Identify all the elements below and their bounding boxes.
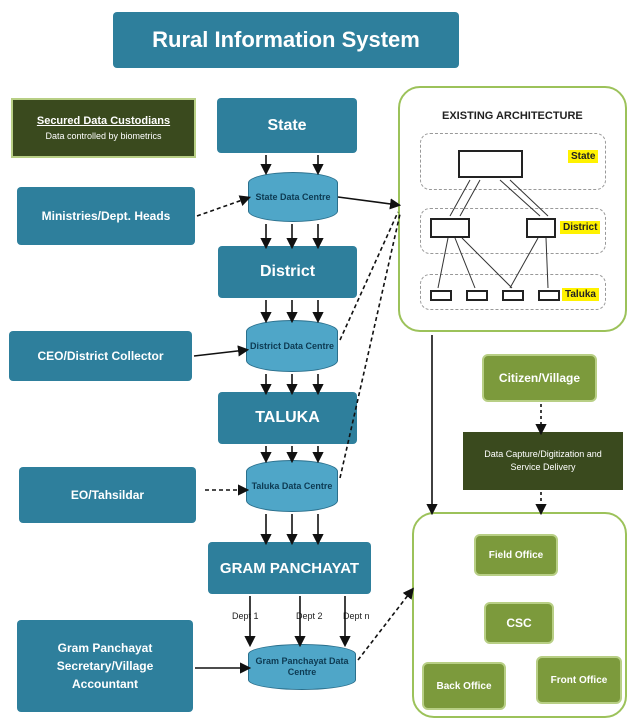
existing-taluka-node-3 (502, 290, 524, 301)
state-box: State (217, 98, 357, 153)
gram-panchayat-data-centre: Gram Panchayat Data Centre (248, 644, 356, 690)
back-office-label: Back Office (436, 680, 492, 692)
custodians-title: Secured Data Custodians (36, 115, 171, 127)
existing-architecture-title: EXISTING ARCHITECTURE (442, 110, 583, 122)
existing-architecture-panel: EXISTING ARCHITECTURE State District Tal… (398, 86, 627, 332)
ceo-to-ddc (193, 345, 250, 357)
district-label: District (259, 263, 316, 280)
state-label: State (267, 116, 307, 134)
dept-2-label: Dept 2 (296, 611, 323, 621)
state-data-centre: State Data Centre (248, 172, 338, 222)
eo-label: EO/Tahsildar (70, 488, 145, 502)
front-office-label: Front Office (550, 674, 608, 686)
taluka-data-centre-label: Taluka Data Centre (251, 480, 333, 491)
citizen-village-label: Citizen/Village (498, 371, 581, 385)
existing-taluka-tag: Taluka (562, 288, 599, 301)
eo-box: EO/Tahsildar (19, 467, 196, 523)
taluka-data-centre: Taluka Data Centre (246, 460, 338, 512)
existing-district-node-right (526, 218, 556, 238)
csc-box: CSC (484, 602, 554, 644)
district-data-centre-label: District Data Centre (249, 340, 335, 351)
ceo-label: CEO/District Collector (37, 349, 164, 363)
csc-label: CSC (506, 616, 532, 630)
district-data-centre: District Data Centre (246, 320, 338, 372)
existing-taluka-node-2 (466, 290, 488, 301)
gdc-to-offices (357, 587, 414, 661)
data-capture-label: Data Capture/Digitization and Service De… (484, 449, 602, 472)
existing-state-node (458, 150, 523, 178)
dept-n-label: Dept n (343, 611, 370, 621)
gram-panchayat-label: GRAM PANCHAYAT (219, 559, 360, 577)
gram-panchayat-box: GRAM PANCHAYAT (208, 542, 371, 594)
taluka-box: TALUKA (218, 392, 357, 444)
existing-taluka-node-4 (538, 290, 560, 301)
ministries-box: Ministries/Dept. Heads (17, 187, 195, 245)
dept-1-label: Dept 1 (232, 611, 259, 621)
existing-state-tag: State (568, 150, 599, 163)
back-office-box: Back Office (422, 662, 506, 710)
existing-district-node-left (430, 218, 470, 238)
existing-district-tag: District (560, 221, 601, 234)
taluka-label: TALUKA (255, 409, 320, 426)
ceo-box: CEO/District Collector (9, 331, 192, 381)
ministries-label: Ministries/Dept. Heads (41, 209, 171, 223)
district-box: District (218, 246, 357, 298)
sdc-to-existing (337, 196, 402, 210)
gram-panchayat-data-centre-label: Gram Panchayat Data Centre (255, 656, 349, 677)
field-office-label: Field Office (488, 549, 544, 561)
front-office-box: Front Office (536, 656, 622, 704)
citizen-village-box: Citizen/Village (482, 354, 597, 402)
title-banner: Rural Information System (113, 12, 459, 68)
custodians-box: Secured Data Custodians Data controlled … (11, 98, 196, 158)
custodians-subtitle: Data controlled by biometrics (45, 131, 162, 141)
state-data-centre-label: State Data Centre (255, 191, 331, 202)
page-title: Rural Information System (152, 27, 420, 52)
data-capture-box: Data Capture/Digitization and Service De… (463, 432, 623, 490)
field-office-box: Field Office (474, 534, 558, 576)
offices-panel: Field Office CSC Back Office Front Offic… (412, 512, 627, 718)
existing-taluka-node-1 (430, 290, 452, 301)
secretary-box: Gram Panchayat Secretary/Village Account… (17, 620, 193, 712)
secretary-label: Gram Panchayat Secretary/Village Account… (56, 641, 154, 691)
ministries-to-sdc (196, 195, 252, 217)
